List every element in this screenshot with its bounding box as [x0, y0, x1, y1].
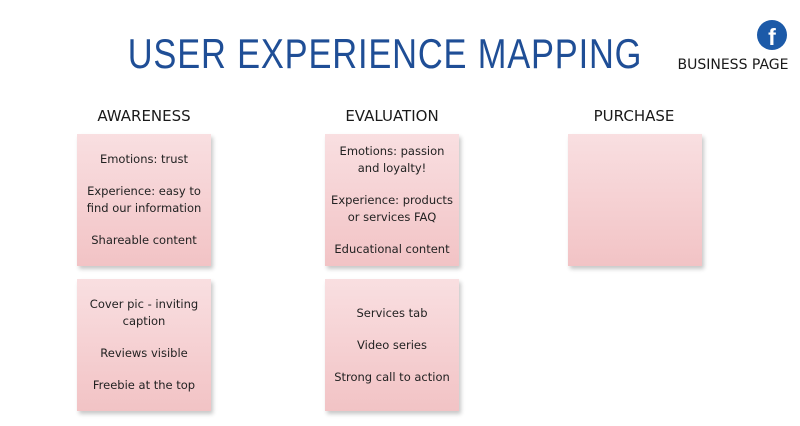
facebook-icon[interactable]: f	[757, 20, 787, 50]
note-text: Video series	[357, 337, 427, 352]
note-text: Services tab	[356, 305, 428, 320]
note-text: Cover pic - inviting caption	[89, 297, 199, 328]
note-text: Emotions: trust	[99, 152, 189, 166]
business-page-label[interactable]: BUSINESS PAGE	[677, 57, 789, 73]
note-text: Emotions: passion and loyalty!	[339, 143, 445, 175]
note-text: Strong call to action	[334, 369, 450, 384]
note-text: Experience: easy to find our information	[86, 184, 202, 215]
sticky-note-awareness-1: Emotions: trust Experience: easy to find…	[77, 134, 211, 266]
column-header-awareness: AWARENESS	[97, 107, 191, 125]
sticky-note-evaluation-2: Services tab Video series Strong call to…	[325, 279, 459, 411]
sticky-note-awareness-2: Cover pic - inviting caption Reviews vis…	[77, 279, 211, 411]
sticky-note-evaluation-1: Emotions: passion and loyalty! Experienc…	[325, 134, 459, 266]
column-header-purchase: PURCHASE	[593, 107, 675, 125]
sticky-note-purchase-1	[568, 134, 702, 266]
column-header-evaluation: EVALUATION	[345, 107, 439, 125]
note-text: Freebie at the top	[92, 378, 196, 392]
page-title: USER EXPERIENCE MAPPING	[127, 30, 643, 77]
note-text: Reviews visible	[100, 346, 188, 360]
note-text: Shareable content	[91, 233, 197, 247]
note-text: Educational content	[334, 241, 450, 256]
note-text: Experience: products or services FAQ	[331, 192, 453, 224]
